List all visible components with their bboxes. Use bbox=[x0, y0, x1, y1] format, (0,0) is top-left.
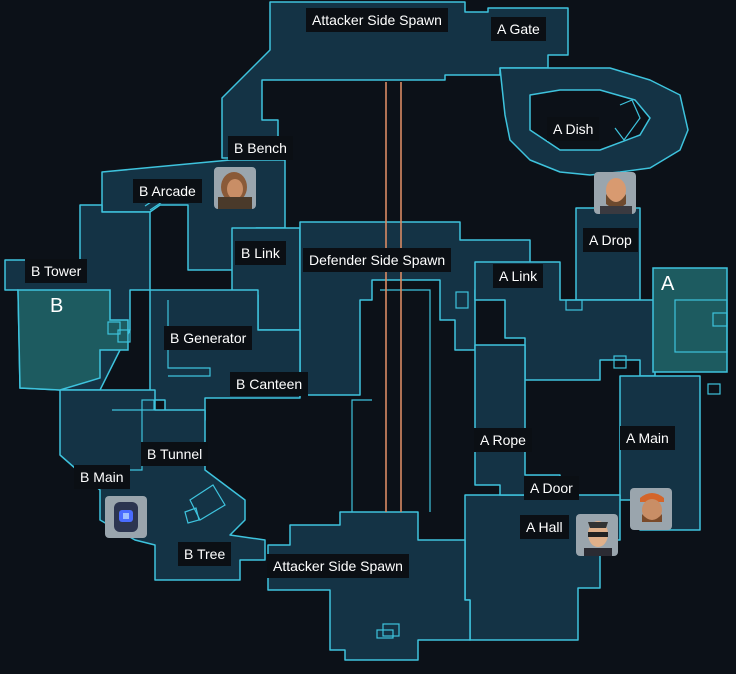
callout-b-arcade: B Arcade bbox=[133, 179, 202, 203]
agent-portrait-a-drop[interactable] bbox=[594, 172, 634, 212]
callout-b-bench: B Bench bbox=[228, 136, 293, 160]
agent-portrait-a-hall[interactable] bbox=[576, 514, 616, 554]
callout-a-drop: A Drop bbox=[583, 228, 638, 252]
site-letter-b: B bbox=[50, 295, 64, 317]
a-drop-area bbox=[575, 207, 641, 301]
site-letter-a: A bbox=[661, 273, 675, 295]
callout-b-tunnel: B Tunnel bbox=[141, 442, 209, 466]
callout-attacker-spawn-top: Attacker Side Spawn bbox=[306, 8, 448, 32]
callout-b-generator: B Generator bbox=[164, 326, 253, 350]
attacker-spawn-bottom-area bbox=[267, 511, 471, 661]
callout-a-hall: A Hall bbox=[520, 515, 569, 539]
a-link-area bbox=[474, 261, 656, 381]
agent-portrait-a-main[interactable] bbox=[630, 488, 670, 528]
b-site-fill bbox=[17, 289, 129, 391]
callout-a-main: A Main bbox=[620, 426, 675, 450]
agent-art bbox=[105, 167, 672, 556]
agent-portrait-b-main[interactable] bbox=[105, 496, 145, 536]
site-fills bbox=[17, 267, 728, 391]
callout-b-link: B Link bbox=[235, 241, 286, 265]
callout-a-link: A Link bbox=[493, 264, 544, 288]
a-site-fill bbox=[652, 267, 728, 373]
callout-a-gate: A Gate bbox=[491, 17, 546, 41]
a-dish-area bbox=[499, 67, 689, 176]
callout-a-door: A Door bbox=[524, 476, 579, 500]
callout-attacker-spawn-bottom: Attacker Side Spawn bbox=[267, 554, 409, 578]
callout-a-dish: A Dish bbox=[547, 117, 600, 141]
rope-lines bbox=[385, 82, 402, 512]
callout-b-tower: B Tower bbox=[25, 259, 88, 283]
map-walls bbox=[107, 99, 728, 639]
callout-b-canteen: B Canteen bbox=[230, 372, 309, 396]
callout-b-tree: B Tree bbox=[178, 542, 232, 566]
callout-a-rope: A Rope bbox=[474, 428, 532, 452]
agent-portrait-b-bench[interactable] bbox=[214, 167, 254, 207]
b-main-area bbox=[59, 389, 266, 581]
callout-defender-spawn: Defender Side Spawn bbox=[303, 248, 452, 272]
callout-b-main: B Main bbox=[74, 465, 130, 489]
